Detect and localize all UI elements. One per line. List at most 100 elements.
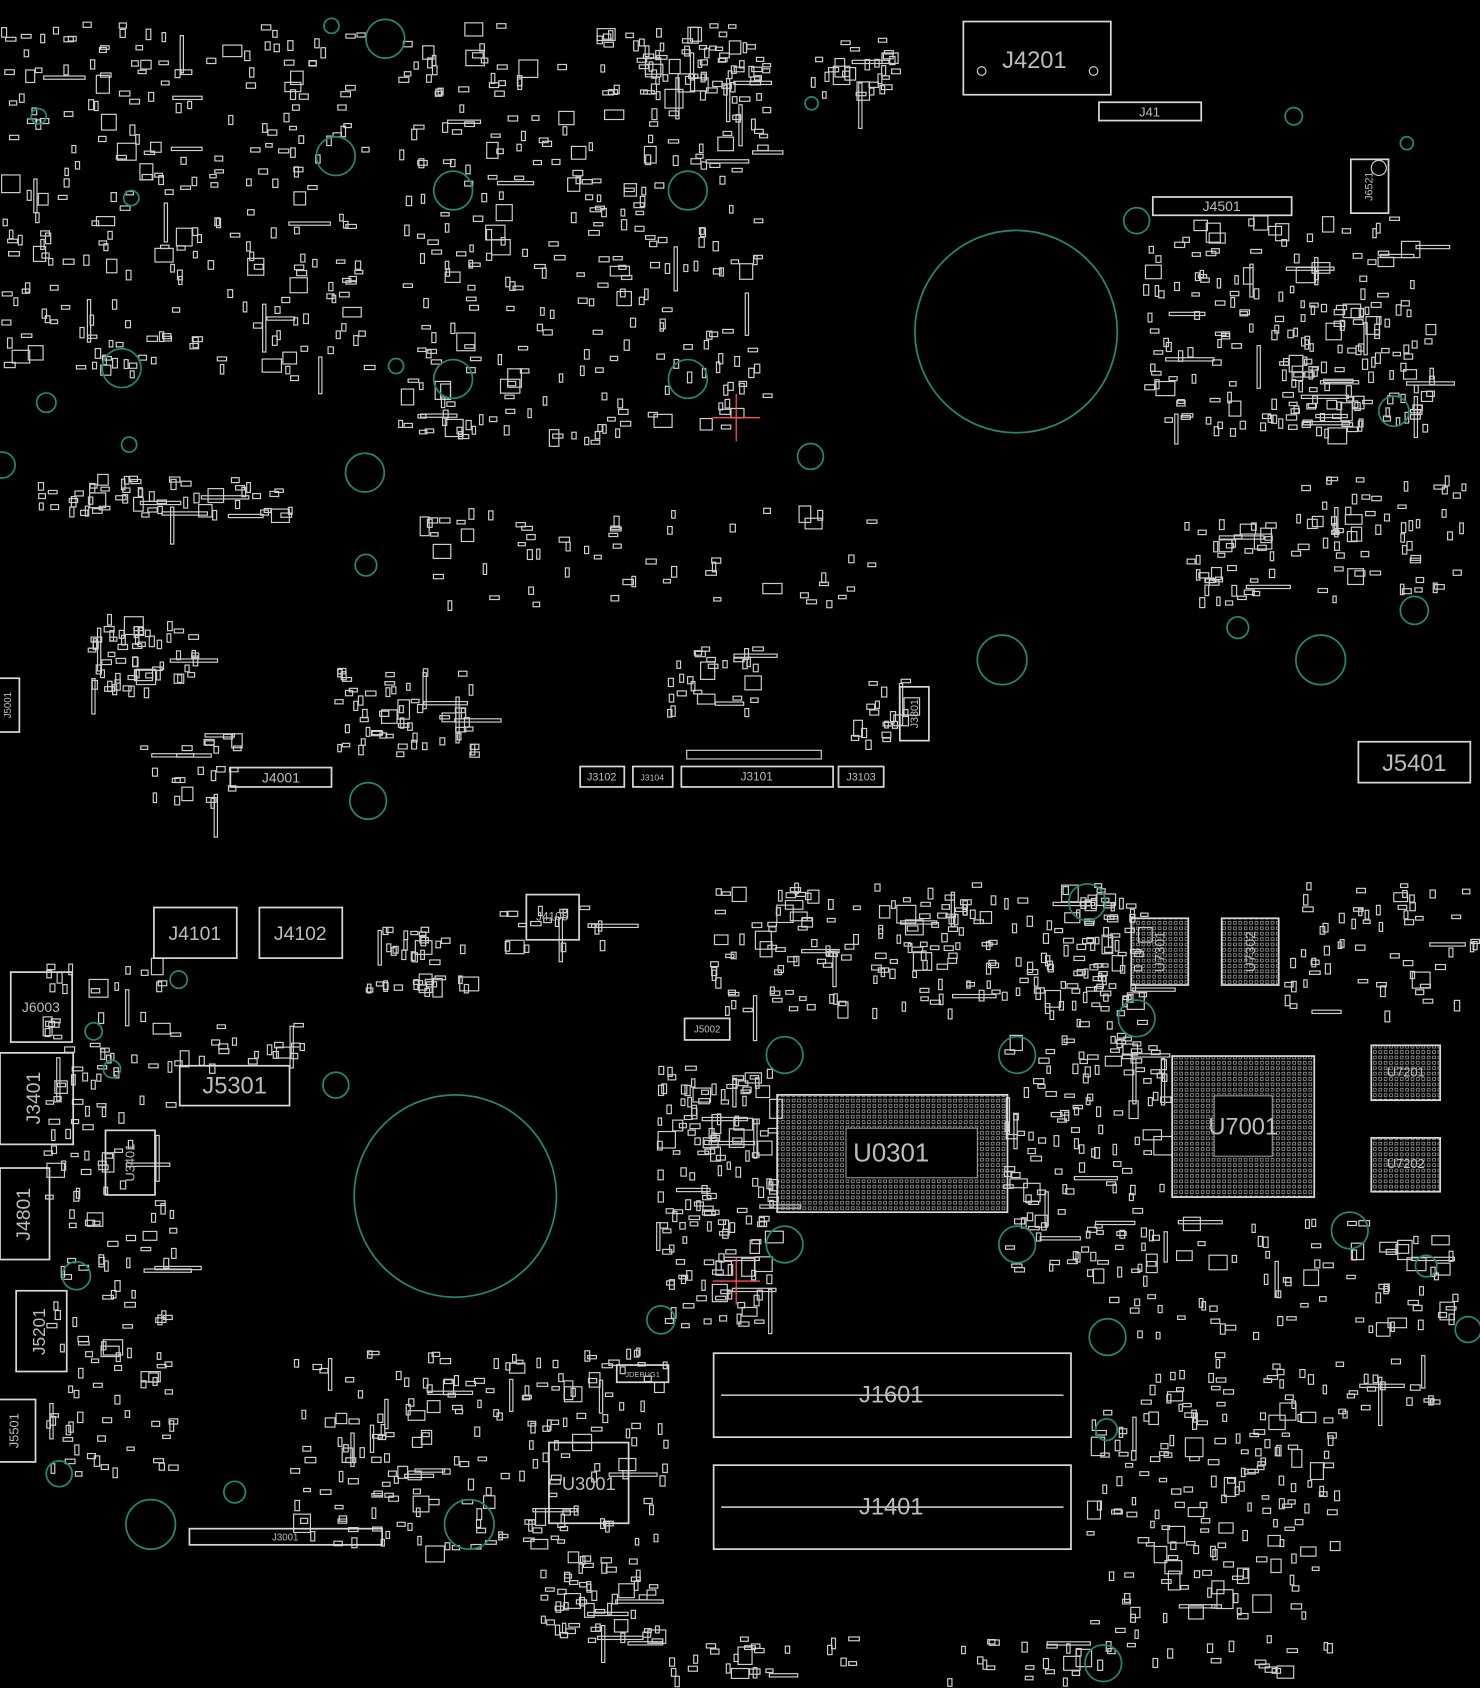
smd-pad bbox=[906, 925, 919, 932]
smd-pad bbox=[377, 1435, 387, 1441]
component-U7001[interactable]: U7001 bbox=[1171, 1055, 1316, 1198]
smd-pad bbox=[163, 202, 169, 243]
component-J3104[interactable]: J3104 bbox=[632, 765, 674, 788]
smd-pad bbox=[1062, 886, 1069, 896]
smd-pad bbox=[524, 1519, 536, 1525]
component-J5301[interactable]: J5301 bbox=[178, 1064, 291, 1107]
smd-pad bbox=[979, 911, 993, 924]
smd-pad bbox=[765, 1668, 774, 1674]
smd-pad bbox=[715, 1154, 726, 1161]
smd-pad bbox=[1093, 985, 1103, 992]
smd-pad bbox=[126, 1257, 131, 1269]
smd-pad bbox=[878, 924, 884, 935]
smd-pad bbox=[319, 1367, 329, 1374]
smd-pad bbox=[1100, 1005, 1110, 1012]
component-J4801[interactable]: J4801 bbox=[0, 1167, 51, 1261]
component-J4001[interactable]: J4001 bbox=[229, 766, 333, 788]
smd-pad bbox=[1118, 897, 1124, 910]
smd-pad bbox=[1148, 1045, 1158, 1051]
component-U7202[interactable]: U7202 bbox=[1370, 1137, 1442, 1193]
component-J3001[interactable]: J3001 bbox=[188, 1527, 383, 1546]
smd-pad bbox=[848, 1661, 858, 1666]
component-J4201[interactable]: J4201 bbox=[962, 20, 1112, 96]
smd-pad bbox=[62, 258, 75, 265]
smd-pad bbox=[1400, 300, 1410, 307]
component-J41-top[interactable]: J41 bbox=[1098, 101, 1203, 122]
component-J3103[interactable]: J3103 bbox=[837, 765, 885, 788]
component-J4105[interactable]: J4105 bbox=[525, 893, 580, 941]
component-U7201[interactable]: U7201 bbox=[1370, 1044, 1442, 1102]
smd-pad bbox=[918, 913, 931, 920]
component-U7301[interactable]: U7301 bbox=[1130, 917, 1190, 986]
smd-pad bbox=[1379, 1381, 1386, 1391]
component-J5501[interactable]: J5501 bbox=[0, 1398, 37, 1463]
mounting-hole bbox=[1088, 1317, 1127, 1357]
smd-pad bbox=[75, 1187, 81, 1199]
smd-pad bbox=[110, 1289, 117, 1299]
component-J3401[interactable]: J3401 bbox=[0, 1051, 75, 1146]
smd-pad bbox=[1333, 309, 1346, 316]
smd-pad bbox=[536, 548, 541, 560]
smd-pad bbox=[1159, 1183, 1165, 1193]
smd-pad bbox=[156, 639, 163, 650]
smd-pad bbox=[903, 942, 912, 947]
smd-pad bbox=[400, 388, 415, 406]
component-J4102[interactable]: J4102 bbox=[258, 906, 344, 959]
smd-pad bbox=[563, 1592, 582, 1609]
mounting-hole bbox=[1226, 615, 1250, 640]
smd-pad bbox=[693, 689, 703, 695]
smd-pad bbox=[1250, 522, 1257, 531]
component-J3101[interactable]: J3101 bbox=[680, 749, 834, 788]
component-J5002[interactable]: J5002 bbox=[683, 1017, 731, 1041]
component-U3401[interactable]: U3401 bbox=[104, 1129, 156, 1196]
smd-pad bbox=[1143, 1077, 1152, 1084]
component-U7302[interactable]: U7302 bbox=[1220, 917, 1280, 986]
smd-pad bbox=[227, 785, 237, 792]
smd-pad bbox=[1116, 1476, 1123, 1487]
smd-pad bbox=[777, 889, 783, 902]
smd-pad bbox=[1397, 904, 1408, 910]
component-U3001[interactable]: U3001 bbox=[548, 1441, 630, 1525]
smd-pad bbox=[79, 326, 85, 339]
component-J3102[interactable]: J3102 bbox=[579, 765, 626, 788]
component-J6521[interactable]: J6521 bbox=[1349, 158, 1390, 215]
component-JDEBUG1[interactable]: JDEBUG1 bbox=[615, 1364, 670, 1384]
smd-pad bbox=[607, 416, 616, 422]
smd-pad bbox=[1149, 1384, 1156, 1396]
smd-pad bbox=[319, 1489, 332, 1496]
component-J5201[interactable]: J5201 bbox=[15, 1289, 68, 1373]
component-J6003[interactable]: J6003 bbox=[9, 971, 73, 1043]
component-J5001[interactable]: J5001 bbox=[0, 677, 21, 733]
smd-pad bbox=[102, 1294, 115, 1300]
component-J1401[interactable]: J1401 bbox=[712, 1464, 1072, 1550]
smd-pad bbox=[772, 997, 783, 1003]
smd-pad bbox=[107, 680, 113, 693]
smd-pad bbox=[50, 319, 59, 325]
component-U0301[interactable]: U0301 bbox=[776, 1093, 1009, 1214]
smd-pad bbox=[1369, 570, 1382, 576]
smd-pad bbox=[1271, 414, 1278, 424]
smd-pad bbox=[274, 488, 284, 493]
smd-pad bbox=[427, 1390, 474, 1396]
smd-pad bbox=[287, 506, 293, 515]
smd-pad bbox=[48, 1021, 60, 1028]
component-J4101[interactable]: J4101 bbox=[153, 906, 238, 959]
smd-pad bbox=[1210, 1657, 1222, 1664]
smd-pad bbox=[560, 1453, 571, 1458]
smd-pad bbox=[1281, 1432, 1290, 1437]
smd-pad bbox=[969, 909, 976, 920]
smd-pad bbox=[1013, 1113, 1018, 1150]
smd-pad bbox=[1040, 1222, 1047, 1231]
component-J1601[interactable]: J1601 bbox=[712, 1352, 1072, 1439]
smd-pad bbox=[341, 742, 351, 748]
component-J5401[interactable]: J5401 bbox=[1357, 740, 1472, 784]
component-J4501[interactable]: J4501 bbox=[1151, 196, 1293, 217]
smd-pad bbox=[139, 1095, 145, 1106]
component-J3801[interactable]: J3801 bbox=[898, 685, 930, 742]
smd-pad bbox=[1375, 904, 1381, 916]
smd-pad bbox=[74, 1444, 80, 1456]
smd-pad bbox=[426, 1400, 441, 1414]
smd-pad bbox=[1322, 922, 1329, 933]
smd-pad bbox=[5, 36, 17, 42]
